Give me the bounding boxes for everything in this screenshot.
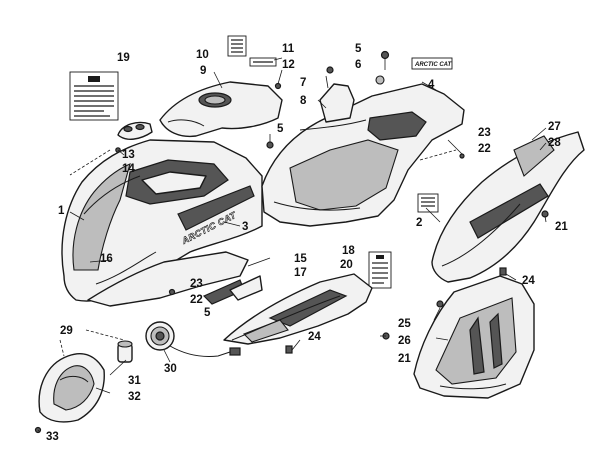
screw-25 bbox=[436, 300, 444, 308]
callout-16: 16 bbox=[100, 253, 113, 265]
callout-14: 14 bbox=[122, 163, 135, 175]
callout-19: 19 bbox=[117, 52, 130, 64]
callout-17: 17 bbox=[294, 267, 307, 279]
clip-24-right bbox=[499, 267, 507, 276]
callout-3: 3 bbox=[242, 221, 248, 233]
callout-5-top: 5 bbox=[355, 43, 362, 55]
callout-18: 18 bbox=[342, 245, 355, 257]
callout-11: 11 bbox=[282, 43, 295, 55]
callout-30: 30 bbox=[164, 363, 177, 375]
decal-18-warning-label bbox=[368, 251, 392, 289]
nut-6 bbox=[375, 75, 385, 85]
callout-33: 33 bbox=[46, 431, 59, 443]
part-26-seat-panel bbox=[413, 275, 535, 399]
part-30-headlight-ring bbox=[145, 321, 241, 357]
callout-22-lower: 22 bbox=[190, 294, 203, 306]
callout-6: 6 bbox=[355, 59, 361, 71]
part-3-front-fender: ARCTIC CAT bbox=[61, 139, 263, 302]
part-9-tank-cover bbox=[159, 81, 283, 138]
callout-labels: 1 2 3 4 5 5 5 6 7 8 9 10 11 12 13 14 15 … bbox=[46, 43, 568, 443]
callout-24-lower: 24 bbox=[308, 331, 321, 343]
callout-21-lower: 21 bbox=[398, 353, 411, 365]
callout-12: 12 bbox=[282, 59, 295, 71]
callout-31: 31 bbox=[128, 375, 141, 387]
decal-10-label bbox=[227, 35, 247, 57]
callout-2: 2 bbox=[416, 217, 422, 229]
callout-26: 26 bbox=[398, 335, 411, 347]
screw-5-mid bbox=[266, 141, 274, 149]
screw-5-top bbox=[380, 50, 390, 60]
part-16-inner-fender bbox=[87, 251, 263, 307]
callout-32: 32 bbox=[128, 391, 141, 403]
part-32-front-shield bbox=[38, 352, 105, 423]
screw-22-lower bbox=[168, 288, 176, 296]
part-13-switch bbox=[115, 121, 153, 153]
callout-27: 27 bbox=[548, 121, 561, 133]
part-4-rear-body bbox=[261, 83, 465, 227]
callout-10: 10 bbox=[196, 49, 209, 61]
decal-2-label bbox=[417, 193, 439, 213]
leader-lines bbox=[37, 57, 547, 433]
callout-24-right: 24 bbox=[522, 275, 535, 287]
callout-25: 25 bbox=[398, 318, 411, 330]
callout-23-lower: 23 bbox=[190, 278, 203, 290]
screw-22-right bbox=[459, 153, 465, 159]
screw-7 bbox=[326, 66, 334, 74]
decal-11-label bbox=[249, 57, 277, 67]
decal-19-warning-label bbox=[69, 71, 119, 121]
part-31-bulb bbox=[117, 340, 133, 363]
callout-23-right: 23 bbox=[478, 127, 491, 139]
callout-22-right: 22 bbox=[478, 143, 491, 155]
decal-4-brand: ARCTIC CAT bbox=[411, 57, 453, 70]
screw-12 bbox=[274, 82, 282, 90]
callout-8: 8 bbox=[300, 95, 307, 107]
part-28-side-panel bbox=[431, 131, 585, 283]
clip-24-lower bbox=[285, 345, 293, 354]
callout-20: 20 bbox=[340, 259, 353, 271]
callout-5-mid: 5 bbox=[277, 123, 284, 135]
brand-decal-text: ARCTIC CAT bbox=[414, 62, 453, 68]
callout-21-right: 21 bbox=[555, 221, 568, 233]
callout-5-lower: 5 bbox=[204, 307, 211, 319]
callout-4: 4 bbox=[428, 79, 435, 91]
part-20-left-side-panel bbox=[223, 273, 373, 345]
callout-7: 7 bbox=[300, 77, 306, 89]
callout-29: 29 bbox=[60, 325, 73, 337]
callout-28: 28 bbox=[548, 137, 561, 149]
callout-1: 1 bbox=[58, 205, 65, 217]
callout-13: 13 bbox=[122, 149, 135, 161]
callout-15: 15 bbox=[294, 253, 307, 265]
callout-9: 9 bbox=[200, 65, 206, 77]
